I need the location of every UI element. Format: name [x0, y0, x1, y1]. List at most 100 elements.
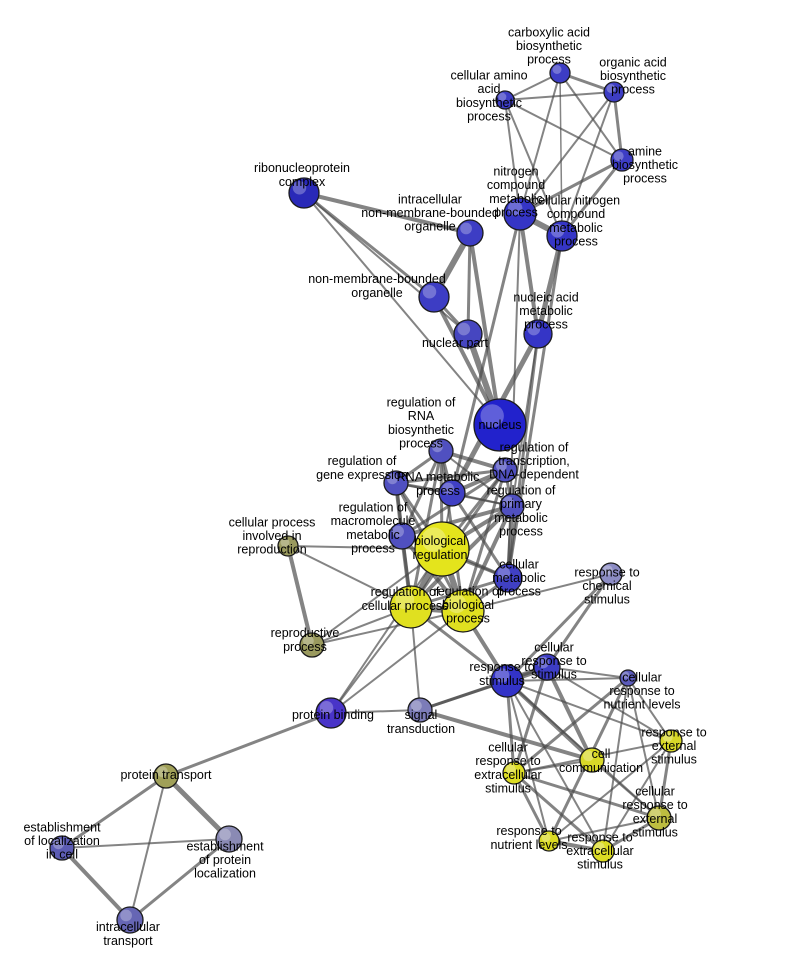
graph-edge-est-localization-cell--est-protein-localization[interactable] — [61, 838, 230, 849]
graph-node-resp-extracellular[interactable] — [591, 839, 615, 863]
graph-edge-protein-transport--intracellular-transport[interactable] — [129, 775, 167, 921]
graph-edge-protein-binding--reg-cellular-process[interactable] — [330, 606, 412, 714]
graph-node-cell-process-reproduction[interactable] — [277, 535, 299, 557]
node-circle[interactable] — [428, 438, 454, 464]
graph-edge-cell-resp-extracellular--cell-resp-external[interactable] — [512, 771, 661, 820]
graph-edge-intracellular-nmb-organelle--nucleus[interactable] — [468, 231, 502, 427]
graph-edge-cellular-amino-acid-biosynthetic--nitrogen-compound-metabolic[interactable] — [504, 99, 521, 215]
graph-edge-reg-rna-biosynthetic--reg-primary-metabolic[interactable] — [440, 450, 513, 507]
graph-edge-cellular-amino-acid-biosynthetic--amine-biosynthetic[interactable] — [504, 99, 623, 161]
graph-node-reg-rna-biosynthetic[interactable] — [428, 438, 454, 464]
node-circle[interactable] — [538, 830, 560, 852]
graph-node-resp-chemical[interactable] — [599, 562, 623, 586]
graph-edge-est-localization-cell--intracellular-transport[interactable] — [60, 846, 132, 922]
graph-node-protein-transport[interactable] — [153, 763, 179, 789]
graph-node-reg-gene-expression[interactable] — [383, 470, 409, 496]
graph-edge-resp-external--cell-resp-nutrient[interactable] — [627, 677, 672, 742]
graph-edge-amine-biosynthetic--nitrogen-compound-metabolic[interactable] — [518, 158, 624, 216]
graph-edge-carboxylic-acid-biosynthetic--amine-biosynthetic[interactable] — [559, 72, 623, 161]
graph-edge-cell-process-reproduction--reproductive-process[interactable] — [286, 544, 314, 647]
node-circle[interactable] — [549, 62, 571, 84]
graph-node-reg-cellular-process[interactable] — [389, 585, 433, 629]
node-circle[interactable] — [603, 81, 625, 103]
graph-edge-resp-extracellular--cell-resp-nutrient[interactable] — [602, 677, 629, 852]
node-circle[interactable] — [619, 669, 637, 687]
node-circle[interactable] — [533, 653, 561, 681]
graph-node-cell-communication[interactable] — [579, 747, 605, 773]
graph-node-nucleus[interactable] — [473, 398, 527, 452]
graph-node-protein-binding[interactable] — [315, 697, 347, 729]
graph-node-nmb-organelle[interactable] — [418, 281, 450, 313]
graph-edge-cell-resp-extracellular--cell-resp-nutrient[interactable] — [512, 676, 630, 775]
node-circle[interactable] — [473, 398, 527, 452]
node-circle[interactable] — [383, 470, 409, 496]
node-circle[interactable] — [418, 281, 450, 313]
node-circle[interactable] — [407, 697, 433, 723]
graph-edge-protein-binding--biological-regulation[interactable] — [330, 548, 443, 714]
graph-node-signal-transduction[interactable] — [407, 697, 433, 723]
graph-node-nucleic-acid-metabolic[interactable] — [523, 319, 553, 349]
graph-node-cell-resp-external[interactable] — [646, 805, 672, 831]
graph-edge-resp-chemical--resp-stimulus[interactable] — [505, 572, 613, 683]
node-circle[interactable] — [315, 697, 347, 729]
graph-node-reproductive-process[interactable] — [299, 632, 325, 658]
graph-edge-organic-acid-biosynthetic--nitrogen-compound-metabolic[interactable] — [519, 91, 615, 215]
node-circle[interactable] — [456, 219, 484, 247]
node-circle[interactable] — [495, 90, 515, 110]
graph-edge-reg-transcription--reg-gene-expression[interactable] — [394, 468, 507, 485]
graph-edge-cell-resp-stimulus--cell-communication[interactable] — [545, 665, 594, 762]
graph-edge-cell-resp-external--resp-nutrient[interactable] — [548, 817, 660, 842]
graph-edge-reg-primary-metabolic--reg-macromolecule-metabolic[interactable] — [400, 504, 514, 538]
graph-node-organic-acid-biosynthetic[interactable] — [603, 81, 625, 103]
graph-edge-nucleic-acid-metabolic--cellular-metabolic[interactable] — [506, 332, 540, 580]
graph-edge-cell-communication--cell-resp-extracellular[interactable] — [513, 759, 593, 774]
node-circle[interactable] — [116, 906, 144, 934]
graph-edge-carboxylic-acid-biosynthetic--cellular-nitrogen-compound-metabolic[interactable] — [559, 72, 563, 237]
graph-edge-resp-external--resp-extracellular[interactable] — [602, 740, 672, 852]
node-circle[interactable] — [453, 319, 483, 349]
node-circle[interactable] — [277, 535, 299, 557]
node-circle[interactable] — [389, 585, 433, 629]
graph-node-reg-transcription[interactable] — [492, 457, 518, 483]
graph-edge-resp-chemical--reg-biological-process[interactable] — [462, 573, 612, 612]
graph-node-reg-macromolecule-metabolic[interactable] — [388, 522, 416, 550]
graph-edge-amine-biosynthetic--cellular-nitrogen-compound-metabolic[interactable] — [560, 158, 624, 238]
graph-node-cell-resp-nutrient[interactable] — [619, 669, 637, 687]
graph-edge-protein-binding--reg-biological-process[interactable] — [330, 610, 464, 714]
graph-edge-est-protein-localization--intracellular-transport[interactable] — [128, 837, 231, 922]
node-circle[interactable] — [591, 839, 615, 863]
graph-edge-nitrogen-compound-metabolic--rna-metabolic[interactable] — [450, 212, 522, 495]
graph-node-nuclear-part[interactable] — [453, 319, 483, 349]
node-circle[interactable] — [610, 148, 634, 172]
graph-edge-ribonucleoprotein-complex--nucleus[interactable] — [303, 192, 501, 426]
graph-edge-ribonucleoprotein-complex--intracellular-nmb-organelle[interactable] — [302, 191, 472, 235]
graph-node-cell-resp-extracellular[interactable] — [502, 761, 526, 785]
graph-edge-organic-acid-biosynthetic--cellular-nitrogen-compound-metabolic[interactable] — [561, 91, 615, 237]
node-circle[interactable] — [299, 632, 325, 658]
graph-node-est-protein-localization[interactable] — [215, 825, 243, 853]
graph-node-amine-biosynthetic[interactable] — [610, 148, 634, 172]
graph-edge-cellular-nitrogen-compound-metabolic--cellular-metabolic[interactable] — [506, 234, 564, 580]
node-circle[interactable] — [441, 589, 485, 633]
graph-edge-cell-resp-external--cell-resp-nutrient[interactable] — [627, 677, 660, 819]
graph-edge-protein-binding--protein-transport[interactable] — [164, 711, 333, 778]
node-circle[interactable] — [490, 664, 524, 698]
node-circle[interactable] — [499, 493, 525, 519]
node-circle[interactable] — [493, 563, 523, 593]
graph-edge-organic-acid-biosynthetic--cellular-amino-acid-biosynthetic[interactable] — [504, 91, 615, 101]
graph-node-reg-biological-process[interactable] — [441, 589, 485, 633]
graph-edge-reg-rna-biosynthetic--reg-macromolecule-metabolic[interactable] — [400, 449, 443, 538]
graph-edge-intracellular-nmb-organelle--nuclear-part[interactable] — [466, 231, 472, 336]
graph-node-nitrogen-compound-metabolic[interactable] — [503, 197, 537, 231]
graph-node-intracellular-transport[interactable] — [116, 906, 144, 934]
graph-edge-cell-process-reproduction--reg-cellular-process[interactable] — [287, 545, 412, 608]
node-circle[interactable] — [49, 835, 75, 861]
node-circle[interactable] — [492, 457, 518, 483]
graph-node-est-localization-cell[interactable] — [49, 835, 75, 861]
graph-node-ribonucleoprotein-complex[interactable] — [288, 177, 320, 209]
graph-edge-resp-stimulus--cell-resp-nutrient[interactable] — [506, 677, 629, 682]
node-circle[interactable] — [438, 479, 466, 507]
node-circle[interactable] — [659, 729, 683, 753]
graph-edge-cell-resp-stimulus--cell-resp-extracellular[interactable] — [512, 665, 549, 775]
